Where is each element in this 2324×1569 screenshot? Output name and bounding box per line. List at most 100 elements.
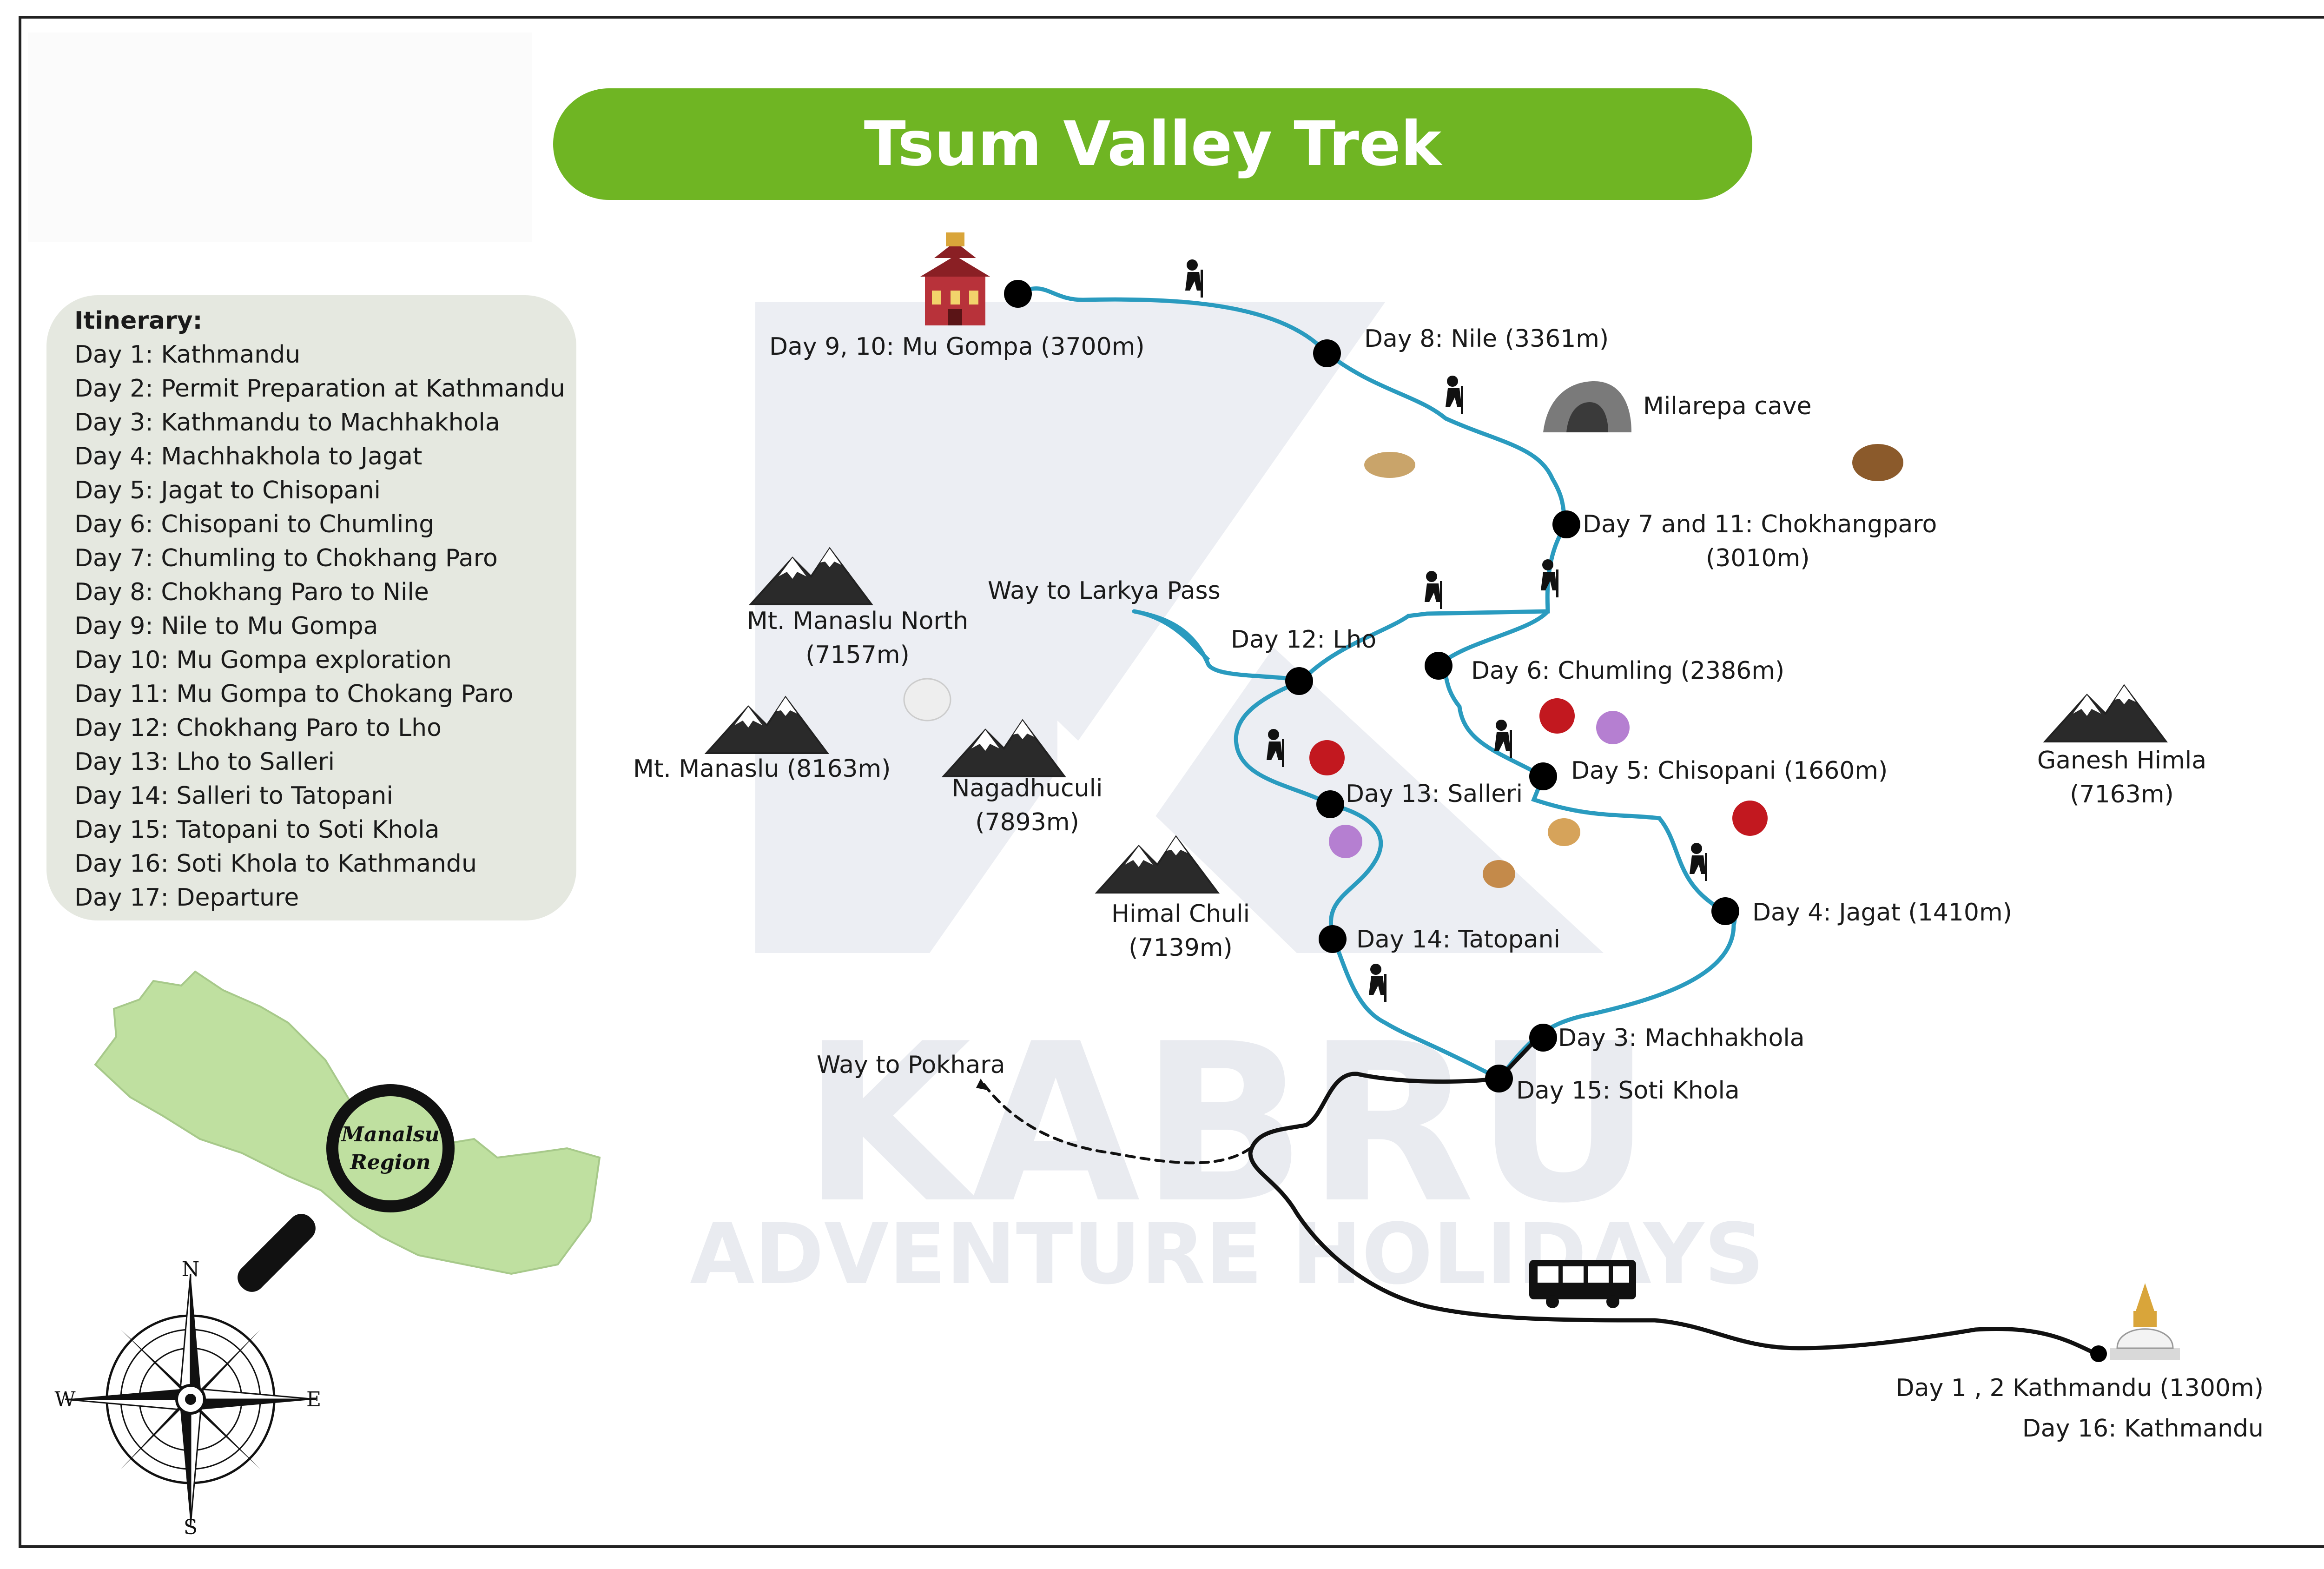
mountain-label-himal-chuli-elev: (7139m) [1129, 934, 1233, 962]
mountain-icon [941, 719, 1066, 777]
magnifier-lens [326, 1084, 455, 1212]
mountain-label-manaslu: Mt. Manaslu (8163m) [633, 755, 891, 783]
stop-dot-mu-gompa [1004, 280, 1032, 308]
bear-icon [1852, 444, 1903, 481]
mountain-icons [704, 547, 2168, 894]
stop-label-kathmandu: Day 1 , 2 Kathmandu (1300m) [1895, 1374, 2264, 1402]
stop-dot-nile [1313, 339, 1341, 367]
itinerary-item: Day 2: Permit Preparation at Kathmandu [74, 375, 565, 403]
itinerary-item: Day 17: Departure [74, 884, 299, 912]
mountain-label-ganesh-himal-elev: (7163m) [2070, 781, 2174, 808]
stupa-icon [2110, 1283, 2180, 1360]
cave-icon [1543, 381, 1631, 432]
itinerary-item: Day 4: Machhakhola to Jagat [74, 443, 423, 470]
monastery-icon [920, 232, 990, 325]
stop-dot-kathmandu [2090, 1345, 2107, 1362]
page-title: Tsum Valley Trek [864, 108, 1442, 180]
itinerary-item: Day 6: Chisopani to Chumling [74, 510, 435, 538]
deer-icon [1483, 860, 1515, 888]
snow-leopard-icon [1364, 452, 1415, 478]
itinerary-item: Day 8: Chokhang Paro to Nile [74, 578, 429, 606]
nepal-inset-map [94, 970, 601, 1292]
mountain-label-manaslu-north: Mt. Manaslu North [746, 607, 969, 635]
watermark-k-logo [755, 302, 1604, 953]
mountain-label-himal-chuli: Himal Chuli [1111, 900, 1250, 928]
stop-dot-jagat [1711, 897, 1739, 925]
hiker-icon [1446, 376, 1463, 414]
flower-icons [1309, 698, 1768, 858]
itinerary-heading: Itinerary: [74, 307, 203, 335]
title-banner [553, 88, 1752, 200]
stop-dot-chokhangparo [1552, 510, 1580, 538]
itinerary-item: Day 16: Soti Khola to Kathmandu [74, 850, 477, 878]
bus-icon [1529, 1260, 1636, 1308]
stop-label-nile: Day 8: Nile (3361m) [1364, 325, 1609, 353]
stop-dot-soti-khola [1485, 1065, 1513, 1092]
stop-dot-chumling [1425, 652, 1452, 680]
purple-flower-icon [1596, 711, 1630, 744]
mountain-label-ganesh-himal: Ganesh Himla [2037, 747, 2207, 775]
itinerary-item: Day 9: Nile to Mu Gompa [74, 612, 378, 640]
larkya-branch [1134, 609, 1210, 662]
mountain-label-nagadhuculi-elev: (7893m) [975, 808, 1079, 836]
hiker-icon [1267, 729, 1284, 767]
itinerary-item: Day 15: Tatopani to Soti Khola [74, 816, 440, 844]
mountain-icon [748, 547, 873, 605]
stop-label-soti-khola: Day 15: Soti Khola [1516, 1077, 1740, 1105]
itinerary-item: Day 7: Chumling to Chokhang Paro [74, 544, 498, 572]
itinerary-item: Day 14: Salleri to Tatopani [74, 782, 393, 810]
stop-label-jagat: Day 4: Jagat (1410m) [1752, 899, 2012, 927]
label-milarepa-cave: Milarepa cave [1643, 392, 1812, 420]
mountain-icon [704, 695, 829, 754]
itinerary-item: Day 11: Mu Gompa to Chokang Paro [74, 680, 514, 708]
hiker-icon [1494, 720, 1512, 758]
itinerary-item: Day 1: Kathmandu [74, 341, 301, 369]
watermark-text: KABRU [802, 997, 1652, 1251]
stop-dot-salleri [1316, 790, 1344, 818]
compass-south: S [184, 1516, 198, 1539]
stop-dot-machhakhola [1529, 1024, 1557, 1052]
stop-label-chumling: Day 6: Chumling (2386m) [1471, 657, 1785, 685]
stop-label-chokhangparo: Day 7 and 11: Chokhangparo [1583, 510, 1937, 538]
stop-label-chisopani: Day 5: Chisopani (1660m) [1571, 757, 1888, 785]
stop-label-lho: Day 12: Lho [1231, 626, 1377, 654]
mountain-label-manaslu-north-elev: (7157m) [805, 641, 910, 669]
itinerary-item: Day 12: Chokhang Paro to Lho [74, 714, 442, 742]
stop-label-chokhangparo-elev: (3010m) [1706, 544, 1810, 572]
stop-dot-lho [1285, 667, 1313, 695]
stop-markers [1004, 280, 2107, 1362]
stop-label-machhakhola: Day 3: Machhakhola [1558, 1024, 1805, 1052]
hiker-icons [1185, 259, 1707, 1002]
itinerary-item: Day 10: Mu Gompa exploration [74, 646, 452, 674]
rhododendron-icon [1309, 740, 1345, 775]
purple-flower-icon [1329, 825, 1362, 858]
stop-label-kathmandu-day16: Day 16: Kathmandu [2022, 1415, 2264, 1443]
compass-east: E [306, 1388, 321, 1411]
label-way-to-pokhara: Way to Pokhara [817, 1051, 1005, 1079]
hiker-icon [1690, 843, 1707, 881]
magnifier-handle [238, 1214, 316, 1292]
deer-icon [1548, 818, 1580, 846]
itinerary-item: Day 5: Jagat to Chisopani [74, 477, 381, 504]
animal-icons [903, 444, 1903, 888]
label-larkya-pass: Way to Larkya Pass [988, 577, 1221, 605]
region-label-line1: Manalsu [340, 1123, 439, 1146]
hiker-icon [1541, 559, 1558, 597]
itinerary-item: Day 3: Kathmandu to Machhakhola [74, 409, 500, 437]
compass-west: W [54, 1388, 76, 1411]
itinerary-panel [46, 295, 576, 920]
map-frame [19, 16, 2324, 1548]
itinerary-item: Day 13: Lho to Salleri [74, 748, 335, 776]
region-label-line2: Region [349, 1151, 430, 1174]
stop-label-mu-gompa: Day 9, 10: Mu Gompa (3700m) [769, 333, 1145, 361]
mountain-icon [1095, 835, 1220, 894]
stop-label-tatopani: Day 14: Tatopani [1356, 926, 1560, 953]
mountain-label-nagadhuculi: Nagadhuculi [951, 775, 1103, 802]
stop-dot-chisopani [1529, 762, 1557, 790]
compass-rose-icon [65, 1273, 317, 1525]
compass-north: N [182, 1258, 200, 1281]
hiker-icon [1185, 259, 1203, 298]
rhododendron-icon [1732, 801, 1768, 836]
hiker-icon [1369, 964, 1386, 1002]
